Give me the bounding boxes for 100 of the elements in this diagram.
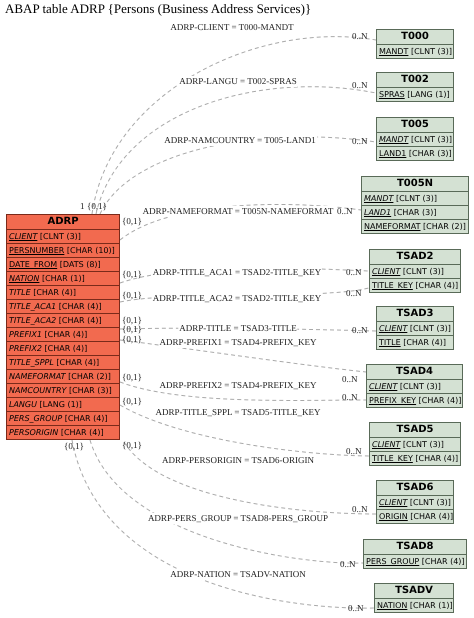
table-box bbox=[376, 117, 454, 161]
table-name: TSAD6 bbox=[377, 481, 453, 496]
field-row: CLIENT [CLNT (3)] bbox=[370, 265, 460, 279]
field-row: PERSORIGIN [CHAR (4)] bbox=[7, 426, 119, 439]
cardinality-label: 0..N bbox=[346, 446, 362, 457]
cardinality-label: 0..N bbox=[346, 267, 362, 278]
cardinality-label: {0,1} bbox=[122, 324, 142, 335]
table-box bbox=[376, 29, 454, 59]
field-row: PREFIX_KEY [CHAR (4)] bbox=[367, 394, 462, 407]
field-row: DATE_FROM [DATS (8)] bbox=[7, 258, 119, 272]
cardinality-label: 1 bbox=[80, 201, 84, 212]
table-box bbox=[374, 583, 454, 613]
cardinality-label: 0..N bbox=[348, 603, 364, 614]
field-row: TITLE_SPPL [CHAR (4)] bbox=[7, 356, 119, 370]
field-row: PERSNUMBER [CHAR (10)] bbox=[7, 244, 119, 258]
connector-line bbox=[120, 404, 370, 456]
table-box bbox=[366, 364, 463, 408]
field-row: CLIENT [CLNT (3)] bbox=[7, 230, 119, 244]
field-row: CLIENT [CLNT (3)] bbox=[367, 380, 462, 394]
field-row: TITLE_KEY [CHAR (4)] bbox=[370, 279, 460, 292]
field-row: ORIGIN [CHAR (4)] bbox=[377, 510, 453, 523]
cardinality-label: 0..N bbox=[337, 206, 352, 217]
edge-label: ADRP-PERS_GROUP = TSAD8-PERS_GROUP bbox=[146, 513, 330, 524]
cardinality-label: 0..N bbox=[342, 392, 358, 403]
cardinality-label: {0,1} bbox=[122, 396, 142, 407]
cardinality-label: {0,1} bbox=[87, 201, 107, 212]
edge-label: ADRP-TITLE = TSAD3-TITLE bbox=[178, 323, 298, 334]
cardinality-label: {0,1} bbox=[64, 441, 84, 452]
cardinality-label: 0..N bbox=[342, 374, 358, 385]
table-box bbox=[376, 72, 454, 102]
cardinality-label: {0,1} bbox=[122, 440, 142, 451]
table-box bbox=[376, 480, 454, 524]
table-name: ADRP bbox=[7, 215, 119, 230]
edge-label: ADRP-PERSORIGIN = TSAD6-ORIGIN bbox=[161, 455, 315, 466]
cardinality-label: {0,1} bbox=[122, 216, 142, 227]
field-row: NATION [CHAR (1)] bbox=[375, 599, 453, 612]
cardinality-label: 0..N bbox=[340, 559, 356, 570]
field-row: PREFIX1 [CHAR (4)] bbox=[7, 328, 119, 342]
field-row: LAND1 [CHAR (3)] bbox=[362, 206, 468, 220]
edge-label: ADRP-TITLE_SPPL = TSAD5-TITLE_KEY bbox=[154, 407, 322, 418]
table-name: T002 bbox=[377, 73, 453, 88]
cardinality-label: 0..N bbox=[352, 325, 368, 336]
edge-label: ADRP-NAMEFORMAT = T005N-NAMEFORMAT bbox=[142, 206, 334, 217]
field-row: NAMEFORMAT [CHAR (2)] bbox=[362, 220, 468, 233]
edge-label: ADRP-TITLE_ACA1 = TSAD2-TITLE_KEY bbox=[152, 267, 322, 278]
field-row: MANDT [CLNT (3)] bbox=[362, 192, 468, 206]
table-box bbox=[376, 306, 454, 350]
field-row: MANDT [CLNT (3)] bbox=[377, 45, 453, 58]
table-box bbox=[361, 176, 469, 234]
table-box bbox=[6, 214, 120, 440]
connector-line bbox=[124, 442, 376, 514]
field-row: NATION [CHAR (1)] bbox=[7, 272, 119, 286]
cardinality-label: 0..N bbox=[352, 504, 368, 515]
field-row: CLIENT [CLNT (3)] bbox=[370, 438, 460, 452]
cardinality-label: {0,1} bbox=[122, 372, 142, 383]
table-box bbox=[369, 249, 461, 293]
table-name: TSAD3 bbox=[377, 307, 453, 322]
table-name: T005N bbox=[362, 177, 468, 192]
cardinality-label: {0,1} bbox=[122, 334, 142, 345]
connector-line bbox=[120, 382, 366, 401]
field-row: NAMCOUNTRY [CHAR (3)] bbox=[7, 384, 119, 398]
cardinality-label: 0..N bbox=[352, 31, 368, 42]
connector-line bbox=[120, 340, 366, 372]
table-name: T000 bbox=[377, 30, 453, 45]
field-row: TITLE_KEY [CHAR (4)] bbox=[370, 452, 460, 465]
diagram-title: ABAP table ADRP {Persons (Business Address Services)} bbox=[5, 1, 312, 17]
cardinality-label: {0,1} bbox=[122, 315, 142, 326]
field-row: MANDT [CLNT (3)] bbox=[377, 133, 453, 147]
connector-line bbox=[90, 440, 364, 564]
field-row: PERS_GROUP [CHAR (4)] bbox=[7, 412, 119, 426]
cardinality-label: 0..N bbox=[352, 136, 368, 147]
cardinality-label: {0,1} bbox=[122, 269, 142, 280]
edge-label: ADRP-TITLE_ACA2 = TSAD2-TITLE_KEY bbox=[152, 293, 322, 304]
field-row: TITLE_ACA1 [CHAR (4)] bbox=[7, 300, 119, 314]
field-row: TITLE [CHAR (4)] bbox=[377, 336, 453, 349]
table-box bbox=[363, 539, 467, 569]
field-row: NAMEFORMAT [CHAR (2)] bbox=[7, 370, 119, 384]
field-row: PREFIX2 [CHAR (4)] bbox=[7, 342, 119, 356]
edge-label: ADRP-CLIENT = T000-MANDT bbox=[169, 22, 295, 33]
connector-line bbox=[72, 440, 374, 608]
field-row: TITLE_ACA2 [CHAR (4)] bbox=[7, 314, 119, 328]
cardinality-label: 0..N bbox=[346, 288, 362, 299]
table-name: TSAD5 bbox=[370, 423, 460, 438]
field-row: LAND1 [CHAR (3)] bbox=[377, 147, 453, 160]
field-row: LANGU [LANG (1)] bbox=[7, 398, 119, 412]
edge-label: ADRP-NATION = TSADV-NATION bbox=[169, 569, 307, 580]
field-row: TITLE [CHAR (4)] bbox=[7, 286, 119, 300]
edge-label: ADRP-PREFIX2 = TSAD4-PREFIX_KEY bbox=[158, 380, 318, 391]
cardinality-label: 0..N bbox=[352, 80, 368, 91]
field-row: PERS_GROUP [CHAR (4)] bbox=[364, 555, 466, 568]
edge-label: ADRP-LANGU = T002-SPRAS bbox=[178, 76, 298, 87]
cardinality-label: {0,1} bbox=[122, 290, 142, 301]
table-name: TSAD8 bbox=[364, 540, 466, 555]
table-box bbox=[369, 422, 461, 466]
field-row: SPRAS [LANG (1)] bbox=[377, 88, 453, 101]
edge-label: ADRP-NAMCOUNTRY = T005-LAND1 bbox=[163, 135, 317, 146]
table-name: TSAD4 bbox=[367, 365, 462, 380]
table-name: TSADV bbox=[375, 584, 453, 599]
connector-line bbox=[92, 36, 376, 214]
field-row: CLIENT [CLNT (3)] bbox=[377, 322, 453, 336]
